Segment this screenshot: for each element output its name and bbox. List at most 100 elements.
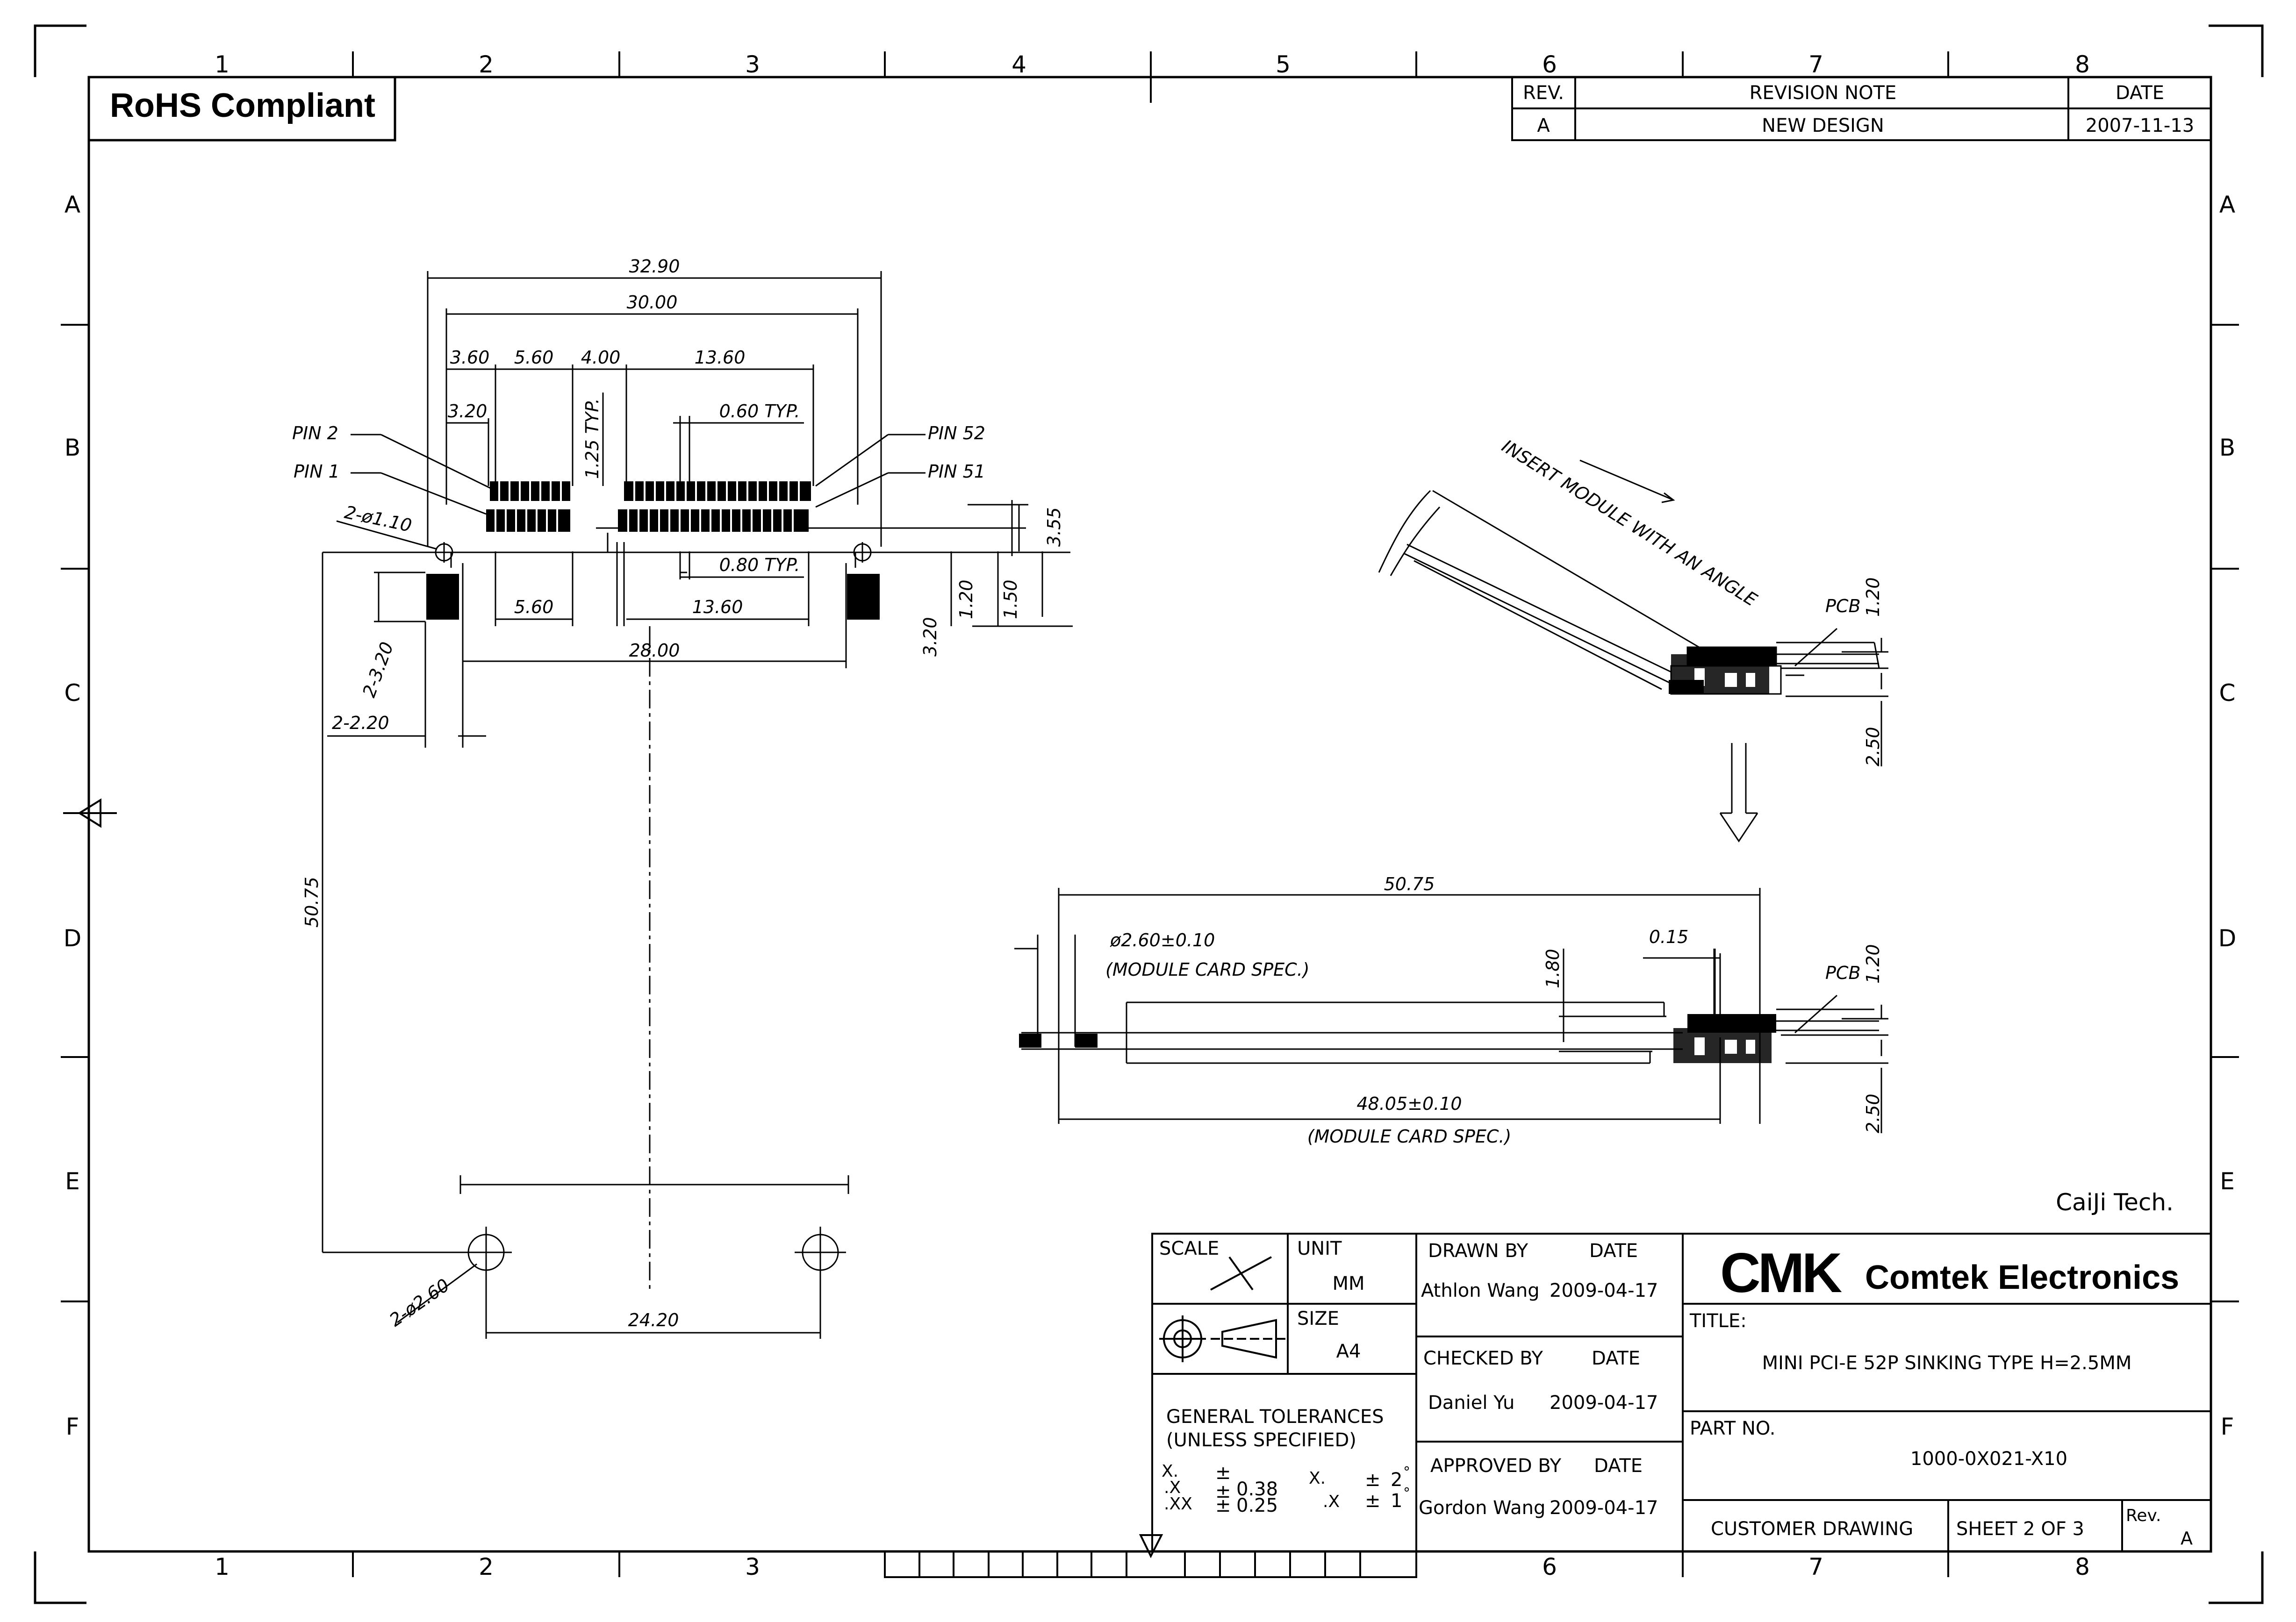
- zone-ticks: [61, 51, 2239, 1577]
- dim-4-00: 4.00: [581, 347, 621, 368]
- dim-2-50-bottom: 2.50: [1863, 1093, 1883, 1133]
- dim-3-60: 3.60: [450, 347, 490, 368]
- tol-pm-3: ±: [1215, 1495, 1231, 1516]
- revision-table: [1511, 76, 2212, 141]
- tol-x1: .X: [1164, 1478, 1181, 1497]
- tolerance-title: GENERAL TOLERANCES: [1166, 1406, 1384, 1428]
- drawn-by-label: DRAWN BY: [1428, 1240, 1528, 1262]
- approved-date-label: DATE: [1594, 1455, 1643, 1477]
- dim-1-20-side: 1.20: [956, 579, 976, 619]
- pin-52-label: PIN 52: [928, 423, 985, 443]
- pin-1-label: PIN 1: [294, 461, 340, 482]
- pin-2-label: PIN 2: [292, 423, 338, 443]
- title-label: TITLE:: [1689, 1310, 1747, 1332]
- top-view: [322, 271, 1073, 1339]
- zone-col-3-bottom: 3: [745, 1553, 760, 1580]
- revision-date-value: 2007-11-13: [2086, 115, 2194, 136]
- tol-degree-2: °: [1403, 1485, 1410, 1501]
- dim-1-25-typ: 1.25 TYP.: [582, 398, 603, 479]
- date-col-header: DATE: [2116, 82, 2164, 104]
- hole-spec-note: (MODULE CARD SPEC.): [1105, 959, 1310, 980]
- right-mount-pad: [847, 574, 880, 620]
- tol-angle-x1: .X: [1323, 1492, 1340, 1511]
- zone-col-8: 8: [2075, 51, 2090, 78]
- zone-col-6-bottom: 6: [1542, 1553, 1557, 1580]
- zone-col-1: 1: [215, 51, 230, 78]
- zone-col-3: 3: [745, 51, 760, 78]
- dim-50-75-side: 50.75: [1384, 874, 1435, 894]
- dim-0-80-typ: 0.80 TYP.: [719, 555, 800, 575]
- checked-date-label: DATE: [1592, 1348, 1640, 1369]
- zone-row-c: C: [65, 679, 81, 707]
- pcb-label-bottom: PCB: [1825, 963, 1861, 983]
- rohs-box: RoHS Compliant: [87, 76, 396, 142]
- tol-x2: .XX: [1164, 1494, 1192, 1514]
- tol-value-025: 0.25: [1236, 1495, 1278, 1516]
- center-mark-bottom-icon: [1139, 1534, 1163, 1558]
- dim-30-00: 30.00: [627, 292, 678, 313]
- dim-5-60-top: 5.60: [514, 347, 554, 368]
- drawing-title: MINI PCI-E 52P SINKING TYPE H=2.5MM: [1762, 1352, 2132, 1374]
- zone-row-b: B: [65, 434, 80, 461]
- dim-24-20: 24.20: [628, 1310, 679, 1330]
- installed-side-view: [1014, 888, 1888, 1133]
- tol-angle-pm-2: ±: [1365, 1490, 1381, 1512]
- dim-5-60-bottom: 5.60: [514, 597, 554, 617]
- dim-0-15: 0.15: [1649, 927, 1689, 947]
- left-mount-pad: [426, 574, 459, 620]
- dim-32-90: 32.90: [629, 256, 680, 277]
- zone-col-7: 7: [1808, 51, 1823, 78]
- connector-hatch-bottom: [1019, 1014, 1776, 1063]
- bottom-scale-boxes: [884, 1551, 1417, 1578]
- connector-hatch-top: [1669, 654, 1769, 694]
- revision-note-header: REVISION NOTE: [1750, 82, 1897, 104]
- unit-label: UNIT: [1297, 1238, 1342, 1259]
- dim-48-05: 48.05±0.10: [1356, 1093, 1462, 1114]
- revision-note-value: NEW DESIGN: [1762, 115, 1884, 136]
- dim-1-80: 1.80: [1543, 949, 1563, 988]
- zone-row-c-right: C: [2219, 679, 2236, 707]
- tol-pm-2: ±: [1215, 1481, 1231, 1502]
- tol-degree-1: °: [1403, 1464, 1410, 1480]
- zone-row-f: F: [66, 1413, 79, 1440]
- rev-label: Rev.: [2126, 1506, 2161, 1525]
- crop-marks: [34, 24, 2264, 1604]
- checked-date: 2009-04-17: [1550, 1392, 1658, 1414]
- size-label: SIZE: [1297, 1308, 1339, 1329]
- tol-angle-x: X.: [1309, 1469, 1326, 1488]
- zone-labels: 1 2 3 4 5 6 7 8 1 2 3 6 7 8 A B C D E F …: [64, 51, 2237, 1580]
- dim-13-60-top: 13.60: [695, 347, 746, 368]
- zone-row-b-right: B: [2219, 434, 2235, 461]
- rev-value: A: [2181, 1528, 2193, 1549]
- dim-3-20-top: 3.20: [448, 401, 488, 422]
- zone-row-a-right: A: [2219, 191, 2235, 218]
- tol-angle-1: 1: [1391, 1490, 1402, 1512]
- zone-row-e: E: [65, 1168, 80, 1195]
- dim-3-20-side: 3.20: [920, 617, 940, 657]
- rev-col-header: REV.: [1523, 82, 1564, 104]
- zone-col-8-bottom: 8: [2075, 1553, 2090, 1580]
- size-value: A4: [1336, 1341, 1361, 1362]
- zone-col-4: 4: [1012, 51, 1026, 78]
- zone-row-f-right: F: [2221, 1413, 2234, 1440]
- zone-row-e-right: E: [2220, 1168, 2235, 1195]
- drawn-date-label: DATE: [1589, 1240, 1638, 1262]
- pin-gaps: [495, 481, 800, 532]
- pcb-label-top: PCB: [1825, 596, 1861, 616]
- hole-spec: ø2.60±0.10: [1110, 930, 1215, 950]
- zone-col-7-bottom: 7: [1808, 1553, 1823, 1580]
- tol-angle-2: 2: [1391, 1469, 1402, 1491]
- zone-row-d: D: [64, 925, 82, 952]
- customer-drawing-label: CUSTOMER DRAWING: [1711, 1518, 1913, 1540]
- zone-col-6: 6: [1542, 51, 1557, 78]
- pin-51-label: PIN 51: [928, 461, 985, 482]
- approved-by-label: APPROVED BY: [1430, 1455, 1562, 1477]
- dim-50-75-vertical: 50.75: [301, 877, 322, 928]
- checked-by-name: Daniel Yu: [1428, 1392, 1514, 1414]
- dim-1-20-bottom: 1.20: [1863, 944, 1883, 984]
- tolerance-subtitle: (UNLESS SPECIFIED): [1166, 1429, 1356, 1451]
- title-block-grid: [1151, 1233, 2212, 1552]
- part-number: 1000-0X021-X10: [1910, 1448, 2067, 1470]
- tol-value-038: 0.38: [1236, 1479, 1278, 1500]
- zone-row-d-right: D: [2218, 925, 2237, 952]
